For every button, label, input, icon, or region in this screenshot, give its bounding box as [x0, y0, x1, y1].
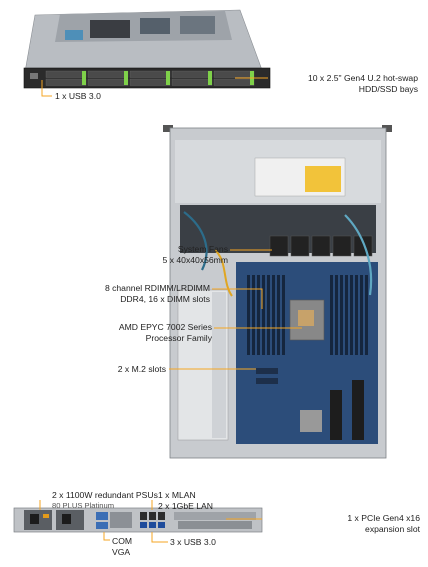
rear-view-server	[13, 507, 263, 533]
dimm-label: 8 channel RDIMM/LRDIMM DDR4, 16 x DIMM s…	[104, 283, 210, 304]
psu-label: 2 x 1100W redundant PSUs 80 PLUS Platinu…	[52, 490, 158, 510]
psu-modules	[24, 510, 84, 530]
front-usb-label: 1 x USB 3.0	[55, 91, 101, 101]
vga-port	[96, 522, 108, 529]
m2-slot	[256, 368, 278, 374]
top-view-server	[163, 125, 392, 459]
system-fans-label: System Fans 5 x 40x40x56mm	[162, 244, 228, 265]
drive-bays-label: 10 x 2.5" Gen4 U.2 hot-swap HDD/SSD bays	[307, 73, 418, 94]
com-port	[96, 512, 108, 520]
dimm-slots	[247, 275, 368, 355]
m2-label: 2 x M.2 slots	[117, 364, 166, 374]
drive-bays	[45, 70, 255, 86]
com-vga-label: COM VGA	[112, 536, 133, 557]
lan-label: 1 x MLAN 2 x 1GbE LAN	[158, 490, 213, 511]
m2-slot	[256, 378, 278, 384]
pcie-label: 1 x PCIe Gen4 x16 expansion slot	[347, 513, 420, 534]
cpu-label: AMD EPYC 7002 Series Processor Family	[118, 322, 212, 343]
cpu-socket	[289, 299, 325, 341]
system-fans	[269, 235, 373, 257]
rear-usb-label: 3 x USB 3.0	[170, 537, 216, 547]
front-view-server	[23, 9, 271, 89]
front-usb-port	[30, 73, 38, 79]
